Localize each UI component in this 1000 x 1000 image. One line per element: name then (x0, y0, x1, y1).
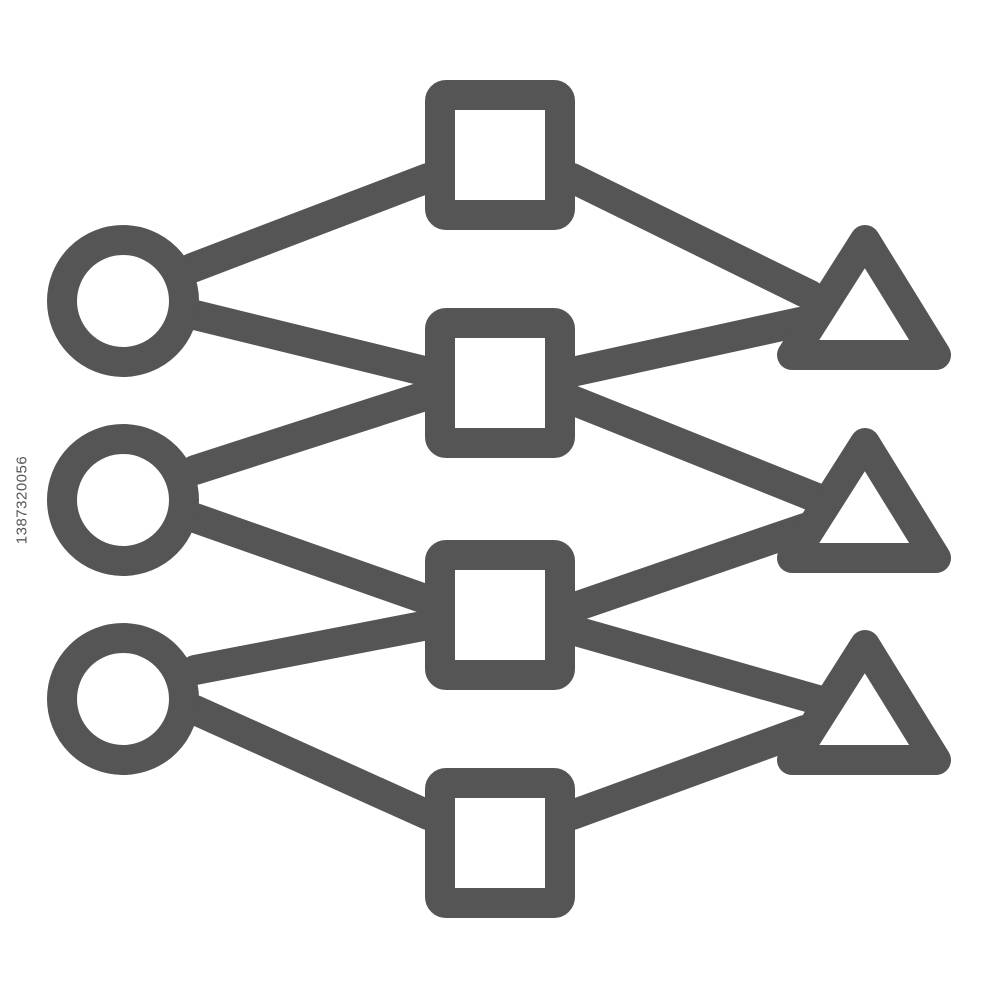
edge-circle1-square1 (177, 163, 443, 283)
edge-square4-triangle3 (557, 715, 820, 830)
triangle-node-1 (777, 225, 951, 370)
edge-square1-triangle1 (557, 163, 825, 310)
circle-node-2 (47, 424, 199, 576)
edge-square2-circle2 (180, 380, 443, 485)
source-circles (47, 225, 199, 775)
square-node-2 (425, 308, 575, 458)
edge-square3-triangle2 (557, 513, 820, 623)
output-triangles (777, 225, 951, 775)
edge-circle1-square2 (180, 300, 443, 387)
square-node-3 (425, 540, 575, 690)
square-node-4 (425, 768, 575, 918)
connector-lines (177, 163, 837, 830)
triangle-node-2 (777, 428, 951, 573)
square-node-1 (425, 80, 575, 230)
circle-node-1 (47, 225, 199, 377)
edge-square3-triangle3 (557, 615, 833, 715)
edge-square3-circle3 (180, 610, 443, 685)
edge-circle2-square3 (180, 503, 443, 615)
stock-id-label: 1387320056 (13, 455, 31, 545)
circle-node-3 (47, 623, 199, 775)
process-squares (425, 80, 575, 918)
edge-square2-triangle1 (557, 307, 815, 387)
triangle-node-3 (777, 630, 951, 775)
edge-circle3-square4 (180, 695, 443, 830)
edge-square2-triangle2 (557, 385, 837, 515)
